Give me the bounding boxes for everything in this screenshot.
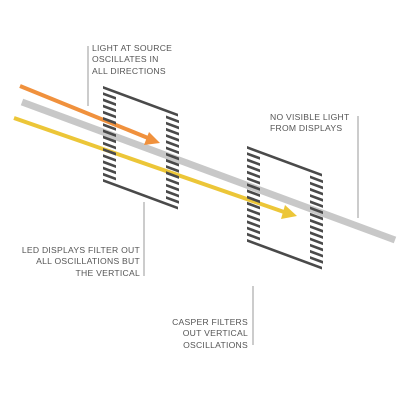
filter-bar (310, 194, 323, 202)
filter-bar (247, 201, 260, 210)
filter-bar (103, 98, 116, 107)
filter-bar (310, 200, 323, 208)
filter-bar (247, 152, 260, 160)
filter-bar (247, 220, 260, 229)
filter-bar (247, 183, 260, 191)
filter-bar (247, 195, 260, 204)
label-line: OUT VERTICAL (182, 328, 248, 339)
filter-bar (247, 146, 322, 177)
label-casper-filters: CASPER FILTERS OUT VERTICAL OSCILLATIONS (172, 317, 248, 351)
yellow-arrowhead (281, 205, 297, 219)
filter-bar (166, 140, 179, 148)
filter-bar (247, 189, 260, 198)
filter-bar (310, 249, 323, 258)
filter-bar (310, 225, 323, 233)
filter-bar (310, 212, 323, 221)
label-light-at-source: LIGHT AT SOURCE OSCILLATES IN ALL DIRECT… (92, 43, 172, 77)
filter-bar (247, 208, 260, 216)
filter-bar (103, 117, 116, 125)
filter-bar (166, 165, 179, 173)
filter-bar (310, 256, 323, 264)
filter-bar (103, 166, 116, 175)
filter-bar (247, 214, 260, 222)
label-line: OSCILLATES IN (92, 54, 159, 65)
filter-bar (103, 179, 178, 210)
label-line: NO VISIBLE LIGHT (270, 112, 350, 122)
label-line: CASPER FILTERS (172, 317, 248, 327)
filter-bar (310, 206, 323, 215)
filter-bar (247, 226, 260, 235)
orange-arrowhead (144, 132, 160, 145)
label-line: THE VERTICAL (75, 267, 140, 278)
filter-bar (103, 92, 116, 100)
filter-bar (310, 218, 323, 227)
label-line: LIGHT AT SOURCE (92, 43, 173, 53)
filter-bar (247, 239, 322, 270)
yellow-light-beam (13, 116, 285, 214)
filter-bar (166, 146, 179, 155)
orange-light-beam (19, 84, 149, 140)
filter-bar (103, 160, 116, 169)
filter-bar (103, 123, 116, 131)
filter-bar (247, 177, 260, 185)
filter-bar (103, 172, 116, 181)
filter-bar (103, 110, 116, 119)
filter-bar (103, 154, 116, 162)
filter-bar (166, 158, 179, 167)
filter-bar (166, 115, 179, 124)
filter-bar (103, 104, 116, 113)
label-line: FROM DISPLAYS (270, 123, 343, 134)
filter-bar (247, 158, 260, 167)
filter-bar (247, 170, 260, 179)
filter-bar (166, 121, 179, 130)
filter-bar (166, 127, 179, 136)
label-led-displays-filter: LED DISPLAYS FILTER OUT ALL OSCILLATIONS… (22, 245, 140, 279)
label-no-visible-light: NO VISIBLE LIGHT FROM DISPLAYS (270, 112, 349, 135)
filter-bar (166, 183, 179, 192)
filter-bar (166, 189, 179, 198)
filter-bar (310, 231, 323, 239)
label-line: ALL DIRECTIONS (92, 65, 166, 76)
filter-bar (166, 196, 179, 204)
filter-bar (310, 243, 323, 252)
casper-filter (247, 146, 323, 270)
filter-bar (166, 134, 179, 142)
filter-bar (166, 152, 179, 161)
label-line: ALL OSCILLATIONS BUT (36, 256, 140, 267)
filter-bar (247, 232, 260, 241)
gray-light-beam (20, 98, 397, 244)
filter-bar (103, 148, 116, 156)
led-display-filter (103, 86, 179, 210)
filter-bar (103, 129, 116, 138)
filter-bar (103, 135, 116, 144)
filter-bar (103, 141, 116, 150)
filter-bar (310, 237, 323, 246)
label-line: LED DISPLAYS FILTER OUT (21, 245, 140, 255)
label-line: OSCILLATIONS (183, 339, 248, 350)
filter-bar (310, 181, 323, 190)
filter-bar (103, 86, 178, 117)
filter-bar (166, 171, 179, 179)
filter-bar (166, 177, 179, 186)
filter-bar (310, 175, 323, 184)
filter-bar (310, 187, 323, 196)
filter-bar (247, 164, 260, 173)
